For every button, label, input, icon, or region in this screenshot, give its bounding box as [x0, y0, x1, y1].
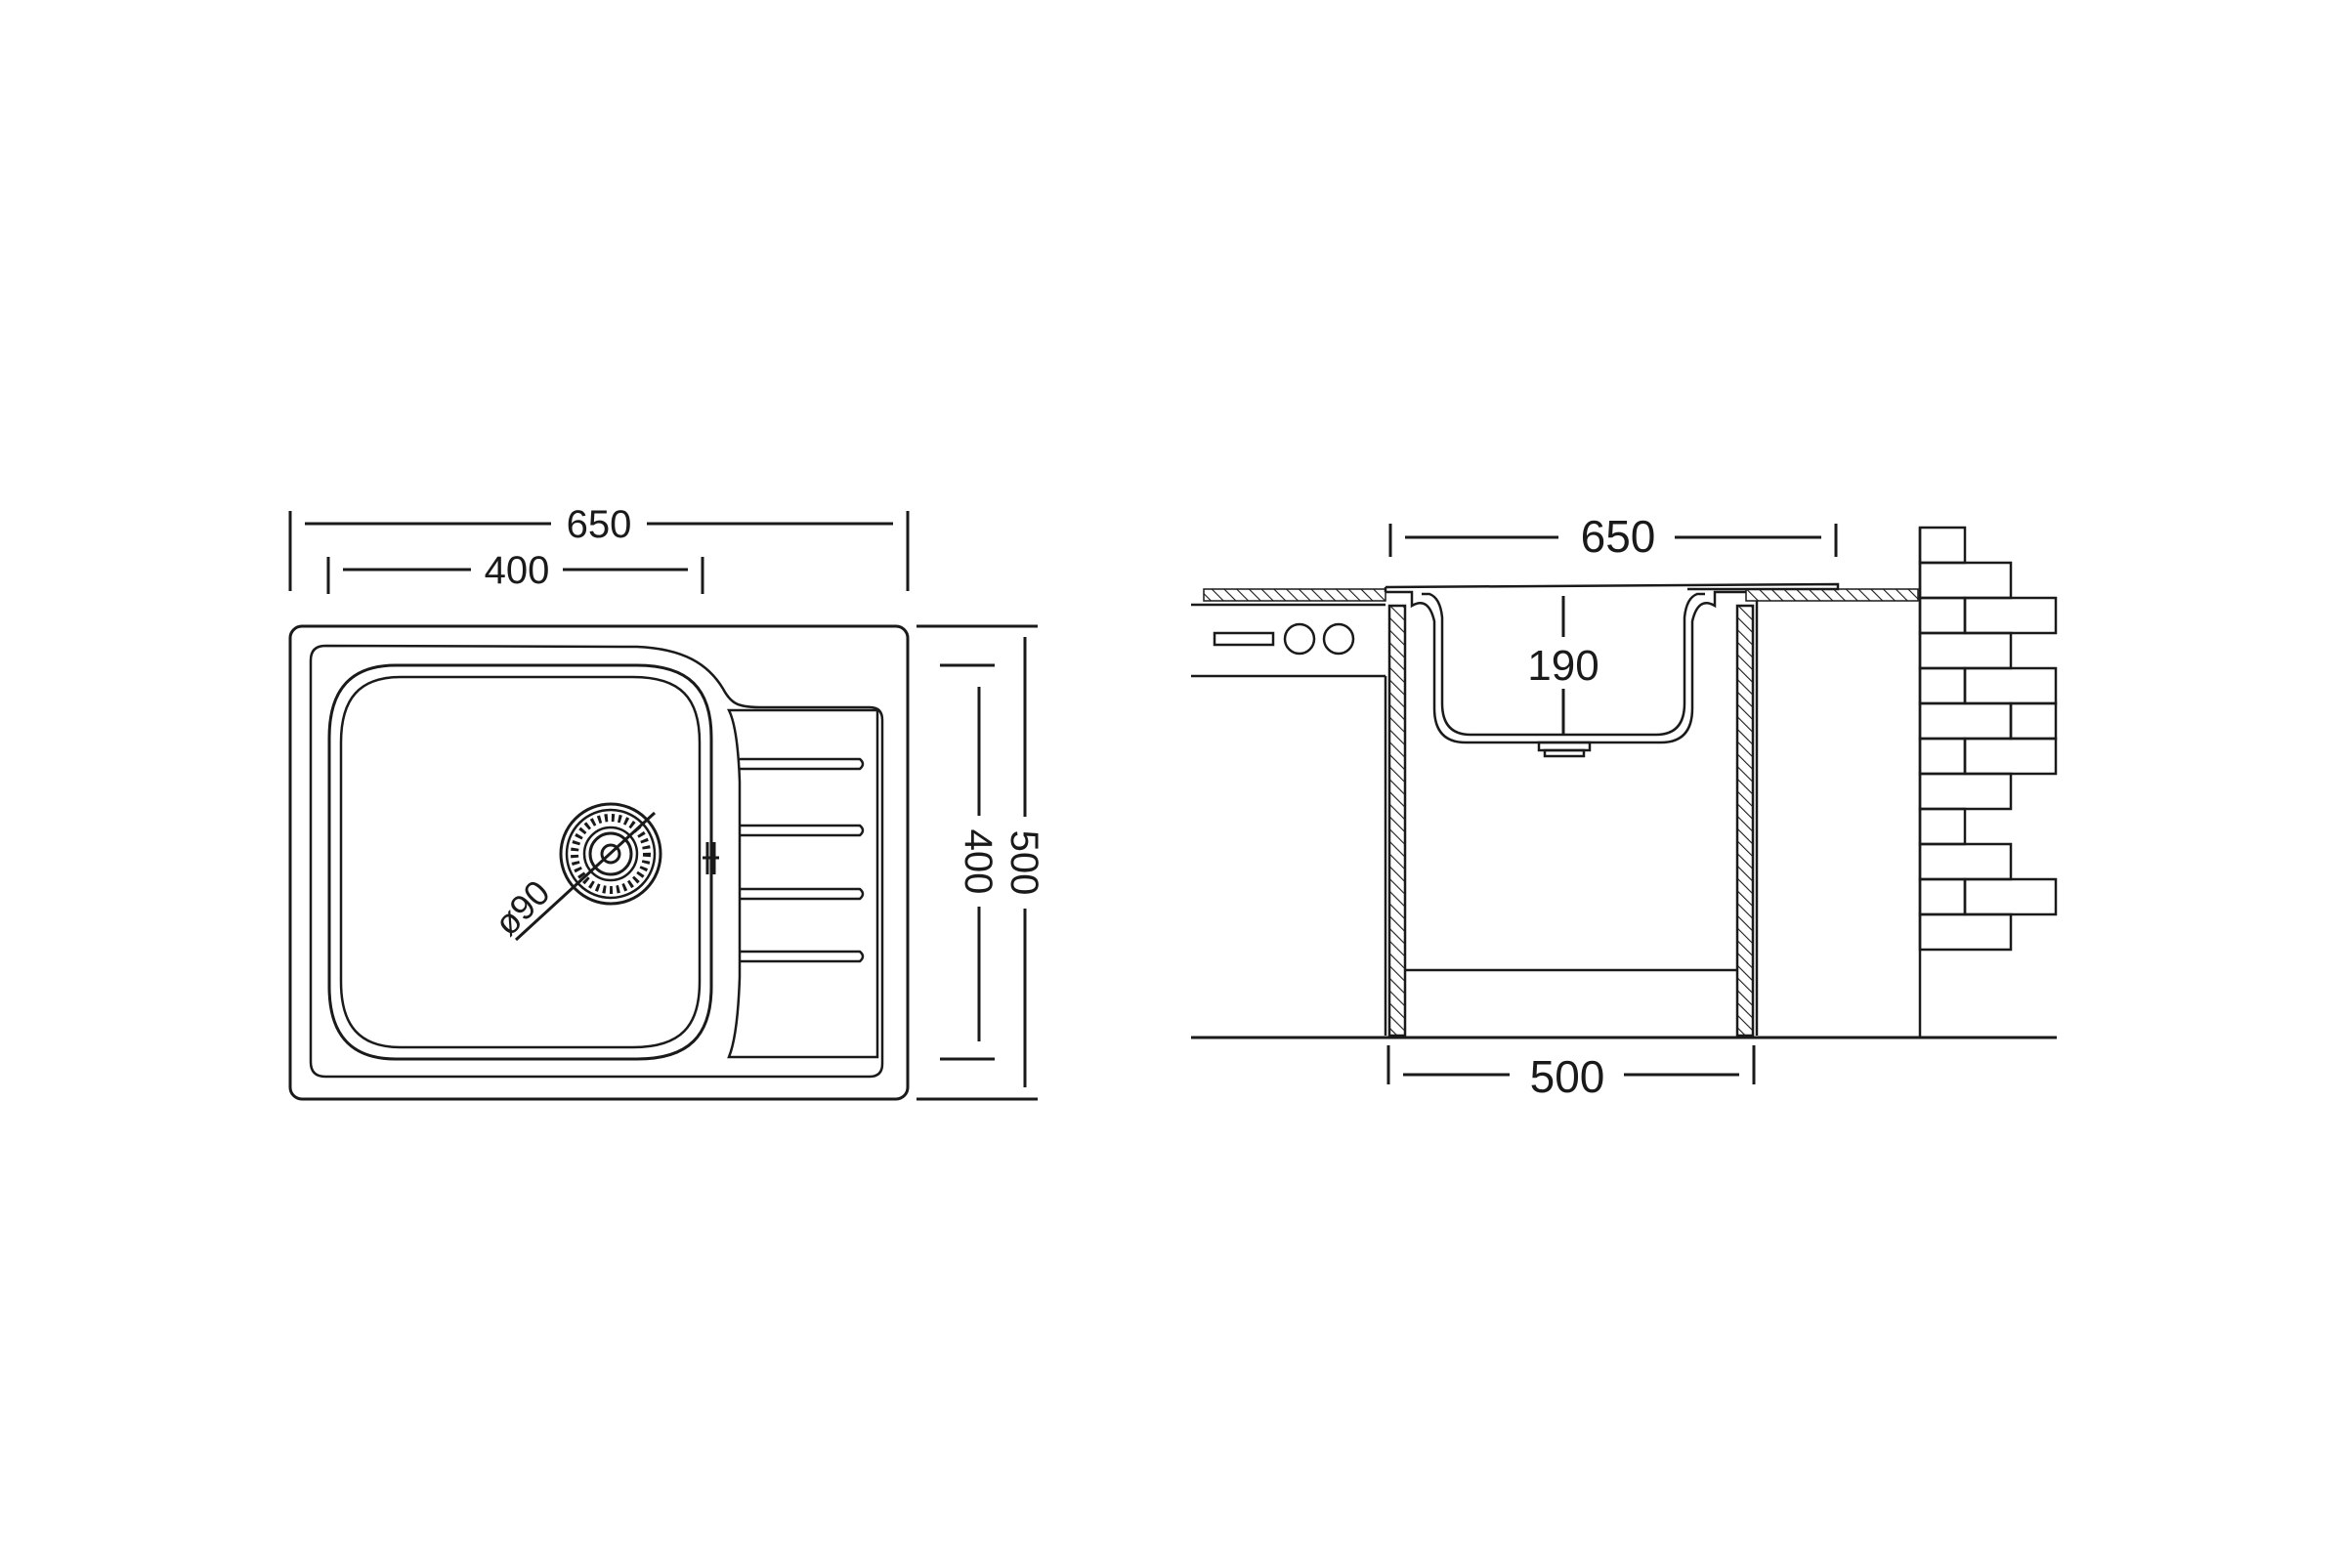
bowl-outline-inner: [339, 675, 702, 1049]
dim-cabinet-width-label: 500: [1530, 1051, 1605, 1102]
drainer-border: [726, 708, 879, 1059]
plan-view: 650 400: [288, 503, 1045, 1101]
appliance-front: [1191, 603, 1386, 678]
drainer-rib: [740, 887, 865, 901]
dim-bowl-width-label: 400: [485, 549, 550, 592]
sink-section-flange: [1385, 582, 1840, 591]
cabinet-side-left: [1387, 604, 1407, 1038]
sink-inner-flange: [309, 644, 884, 1079]
dim-bowl-height: 190: [1527, 596, 1599, 735]
overflow-icon: [703, 842, 719, 874]
drainer-ribs: [740, 757, 865, 963]
sink-outer-rim: [288, 624, 910, 1101]
dim-sink-width: 650: [1388, 511, 1838, 562]
dim-overall-width-label: 650: [567, 503, 632, 546]
brick-wall: [1918, 526, 2058, 1038]
dim-sink-width-label: 650: [1581, 511, 1656, 562]
drainer-rib: [740, 950, 865, 963]
drainer-rib: [740, 757, 865, 771]
drainer-rib: [740, 824, 865, 837]
dim-overall-width: 650: [288, 503, 910, 591]
dim-overall-depth: 500: [917, 624, 1045, 1101]
dim-overall-depth-label: 500: [1002, 830, 1045, 896]
dim-bowl-width: 400: [326, 549, 704, 594]
knob-icon: [1283, 622, 1316, 656]
dim-bowl-depth-label: 400: [957, 829, 1000, 895]
countertop-right: [1745, 588, 1919, 602]
section-view: 650 190: [1191, 511, 2058, 1102]
bowl-outline-outer: [327, 663, 713, 1061]
drain-outlet: [1537, 741, 1592, 758]
dim-bowl-depth: 400: [940, 663, 1000, 1061]
dim-bowl-height-label: 190: [1527, 642, 1599, 690]
cabinet-side-right: [1735, 604, 1755, 1038]
drain-strainer-icon: ø90: [487, 802, 662, 944]
countertop-left: [1203, 588, 1386, 602]
dim-cabinet-width: 500: [1386, 1045, 1756, 1102]
appliance-handle: [1213, 631, 1275, 647]
dim-drain-diameter-label: ø90: [487, 872, 558, 944]
knob-icon: [1322, 622, 1355, 656]
